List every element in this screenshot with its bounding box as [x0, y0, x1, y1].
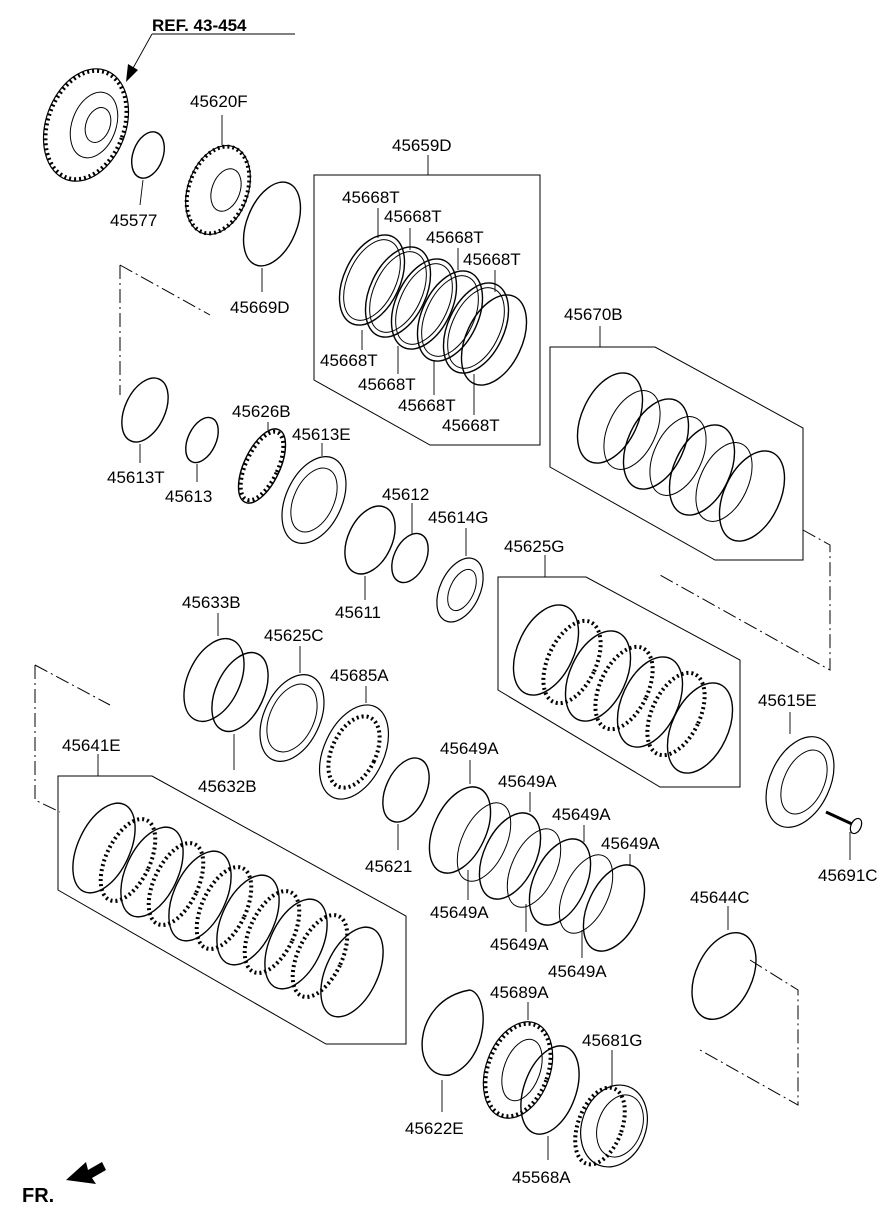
- retainer-45614G: [436, 557, 484, 623]
- label-45668T-5: 45668T: [320, 351, 378, 370]
- ref-label: REF. 43-454: [152, 16, 247, 35]
- snap-ring-45613T: [121, 377, 169, 443]
- label-45659D: 45659D: [392, 136, 452, 155]
- label-45632B: 45632B: [198, 777, 257, 796]
- label-45668T-1: 45668T: [342, 188, 400, 207]
- spring-plate-45685A: [318, 704, 390, 800]
- box-45641E: [57, 775, 407, 1045]
- snap-ring-45622E-back: [449, 989, 484, 1076]
- label-45668T-7: 45668T: [398, 396, 456, 415]
- label-45689A: 45689A: [490, 983, 549, 1002]
- label-45625G: 45625G: [504, 537, 565, 556]
- label-45669D: 45669D: [230, 298, 290, 317]
- dash-line-4: [34, 665, 61, 813]
- ref-gear-drum: [42, 68, 130, 182]
- label-45614G: 45614G: [428, 508, 489, 527]
- label-45649A-5: 45649A: [430, 903, 489, 922]
- clutch-pack-45670B: [576, 372, 786, 542]
- drum-45681G: [573, 1084, 648, 1168]
- retainer-45625C: [259, 674, 325, 762]
- label-45649A-7: 45649A: [548, 962, 607, 981]
- dash-line-5: [34, 664, 111, 706]
- label-45670B: 45670B: [564, 305, 623, 324]
- front-direction-label: FR.: [22, 1185, 54, 1207]
- label-45668T-3: 45668T: [426, 228, 484, 247]
- ring-45621: [382, 757, 430, 823]
- hub-45615E: [765, 736, 835, 828]
- ref-arrow-icon: [126, 64, 138, 82]
- ring-45669D: [242, 181, 302, 267]
- snap-ring-45622E: [421, 989, 471, 1076]
- label-45568A: 45568A: [512, 1168, 571, 1187]
- label-45668T-2: 45668T: [384, 207, 442, 226]
- clutch-pack-45641E: [72, 802, 384, 1018]
- label-45668T-6: 45668T: [358, 375, 416, 394]
- ring-45612: [391, 532, 429, 584]
- label-45681G: 45681G: [582, 1031, 643, 1050]
- label-45622E: 45622E: [405, 1119, 464, 1138]
- label-45625C: 45625C: [264, 626, 324, 645]
- bolt-45691C: [825, 810, 863, 835]
- ring-45632B: [211, 651, 269, 733]
- label-45611: 45611: [335, 603, 381, 622]
- dash-line-3: [659, 529, 831, 671]
- label-45644C: 45644C: [690, 888, 750, 907]
- piston-45689A: [482, 1021, 554, 1119]
- ring-45644C: [691, 931, 757, 1021]
- label-45612: 45612: [382, 485, 429, 504]
- label-45613E: 45613E: [292, 425, 351, 444]
- clutch-pack-45659D: [338, 234, 528, 386]
- piston-45613E: [281, 456, 347, 544]
- label-45668T-4: 45668T: [463, 250, 521, 269]
- clutch-pack-45649A: [428, 786, 646, 952]
- label-45649A-6: 45649A: [490, 935, 549, 954]
- box-45659D: [313, 174, 541, 446]
- label-45577: 45577: [110, 211, 157, 230]
- label-45668T-8: 45668T: [442, 416, 500, 435]
- spring-45626B: [237, 428, 287, 504]
- ring-45568A: [520, 1045, 580, 1135]
- box-45625G: [497, 576, 741, 788]
- box-45670B: [549, 346, 804, 561]
- label-45615E: 45615E: [758, 691, 817, 710]
- snap-ring-45577: [130, 131, 166, 179]
- dash-line-1: [119, 264, 211, 316]
- label-45621: 45621: [365, 857, 412, 876]
- label-45685A: 45685A: [330, 666, 389, 685]
- ring-45633B: [183, 637, 245, 723]
- label-45649A-4: 45649A: [601, 834, 660, 853]
- label-45691C: 45691C: [818, 866, 878, 885]
- label-45626B: 45626B: [232, 402, 291, 421]
- label-45613T: 45613T: [107, 468, 165, 487]
- label-45620F: 45620F: [190, 92, 248, 111]
- label-45649A-1: 45649A: [440, 739, 499, 758]
- label-45633B: 45633B: [182, 593, 241, 612]
- label-45649A-3: 45649A: [552, 805, 611, 824]
- gear-45620F: [184, 144, 252, 236]
- dash-line-6: [699, 959, 799, 1106]
- snap-ring-45613: [185, 416, 219, 464]
- leader-45577: [139, 179, 144, 206]
- ring-45611: [344, 505, 396, 575]
- label-45649A-2: 45649A: [498, 772, 557, 791]
- label-45641E: 45641E: [62, 736, 121, 755]
- clutch-pack-45625G: [512, 604, 734, 774]
- ref-arrow-line: [131, 33, 153, 71]
- label-45613: 45613: [165, 487, 212, 506]
- front-arrow-icon: [66, 1162, 106, 1184]
